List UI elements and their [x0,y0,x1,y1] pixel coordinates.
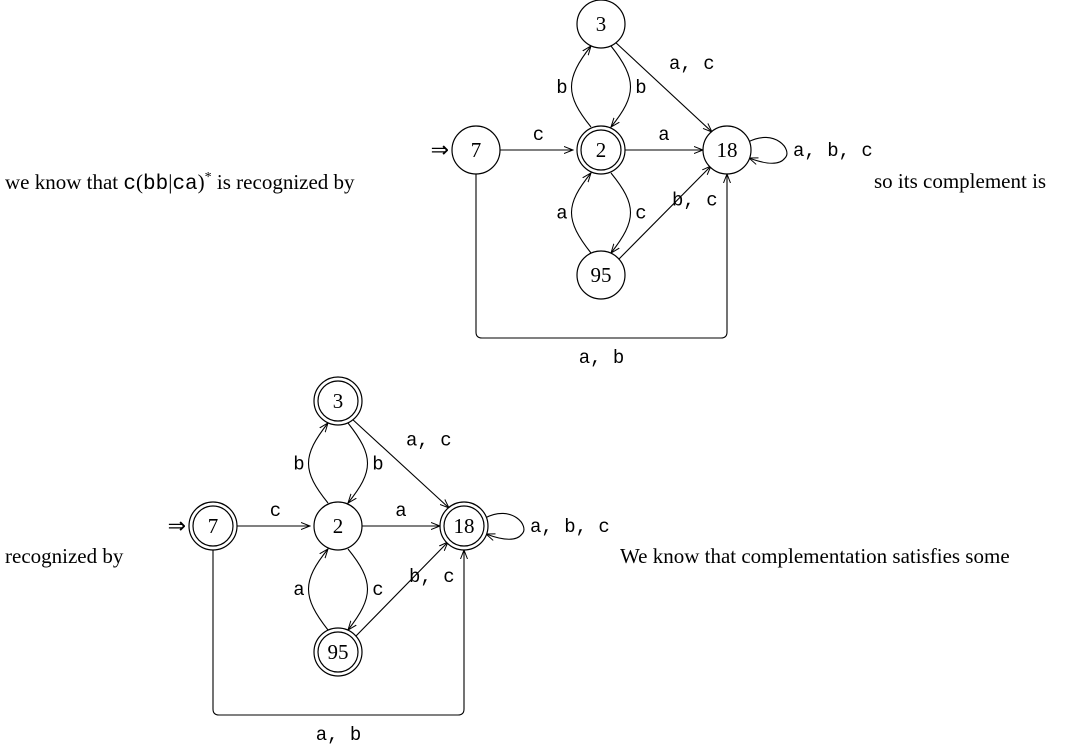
transition-label-95-to-18: b, c [672,190,718,212]
transition-label-95-to-18: b, c [409,566,455,588]
state-18-circle [439,501,489,551]
regex-star: * [204,170,212,185]
transition-2-to-95 [348,548,369,630]
transition-3-to-18 [350,417,449,508]
state-7-accepting-ring [192,505,234,547]
state-18-circle [702,125,752,175]
state-2-accepting-ring [580,129,622,171]
state-3-label: 3 [596,12,607,36]
transition-label-7-to-18: a, b [579,347,625,369]
state-95-accepting-ring [317,631,359,673]
transition-2-to-3 [307,423,329,504]
state-3-label: 3 [333,389,344,413]
transition-18-to-18 [748,136,788,163]
state-95-label: 95 [591,263,612,287]
state-7-circle [188,501,238,551]
transition-3-to-2 [348,422,369,503]
transition-label-2-to-3: b [293,454,304,476]
text-we-know-that: we know that [5,170,124,194]
state-3-circle [576,0,626,49]
regex-bb: bb [143,173,169,196]
transition-label-2-to-95: c [372,579,383,601]
state-95-label: 95 [328,640,349,664]
state-7-circle [451,125,501,175]
transition-label-7-to-2: c [270,500,281,522]
regex-bar: | [168,170,173,194]
state-95-circle [576,250,626,300]
state-2-label: 2 [333,514,344,538]
transition-label-2-to-18: a [658,124,669,146]
transition-3-to-2 [611,45,632,127]
start-state-arrow: ⇒ [431,138,449,163]
transition-95-to-2 [307,549,329,631]
text-is-recognized-by: is recognized by [211,170,355,194]
transition-18-to-18 [485,512,525,539]
state-18-label: 18 [454,514,475,538]
state-2-circle [313,501,363,551]
state-7-label: 7 [208,514,219,538]
transition-label-18-to-18: a, b, c [530,516,610,538]
start-state-arrow: ⇒ [168,514,186,539]
state-3-circle [313,376,363,426]
transition-label-3-to-18: a, c [669,53,715,75]
state-18-accepting-ring [443,505,485,547]
transition-2-to-3 [570,46,592,128]
transition-label-3-to-2: b [635,77,646,99]
transition-label-2-to-18: a [395,500,406,522]
transition-95-to-18 [617,166,711,261]
sentence-recognized-by: recognized by [5,544,124,568]
state-95-circle [313,627,363,677]
regex-paren-close: ) [197,170,205,194]
complement-dfa-diagram: c a b b a, c c a b, c a, b a, b, c ⇒ 7 2 3 95 18 [168,376,610,746]
dfa-diagram: c a b b a, c c a b, c a, b a, b, c ⇒ 7 2 3 95 18 [431,0,873,369]
transition-3-to-18 [613,40,712,132]
transition-7-to-18 [475,174,727,339]
transition-95-to-2 [570,173,592,254]
state-7-label: 7 [471,138,482,162]
sentence-complementation: We know that complementation satisfies s… [620,544,1010,568]
transition-label-7-to-2: c [533,124,544,146]
transition-label-18-to-18: a, b, c [793,140,873,162]
transition-label-3-to-18: a, c [406,430,452,452]
transition-label-95-to-2: a [293,579,304,601]
state-3-accepting-ring [317,380,359,422]
transition-7-to-18 [212,550,464,716]
transition-label-3-to-2: b [372,454,383,476]
transition-95-to-18 [354,542,448,638]
state-18-label: 18 [717,138,738,162]
state-2-circle [576,125,626,175]
transition-2-to-95 [611,172,632,253]
transition-label-2-to-3: b [556,77,567,99]
state-2-label: 2 [596,138,607,162]
regex-ca: ca [172,173,198,196]
transition-label-2-to-95: c [635,203,646,225]
transition-label-95-to-2: a [556,203,567,225]
sentence-complement: so its complement is [874,169,1047,193]
transition-label-7-to-18: a, b [316,724,362,746]
sentence-intro: we know that c(bb|ca)* is recognized by [5,170,355,196]
regex-c: c [123,173,137,196]
regex-paren-open: ( [136,170,144,194]
